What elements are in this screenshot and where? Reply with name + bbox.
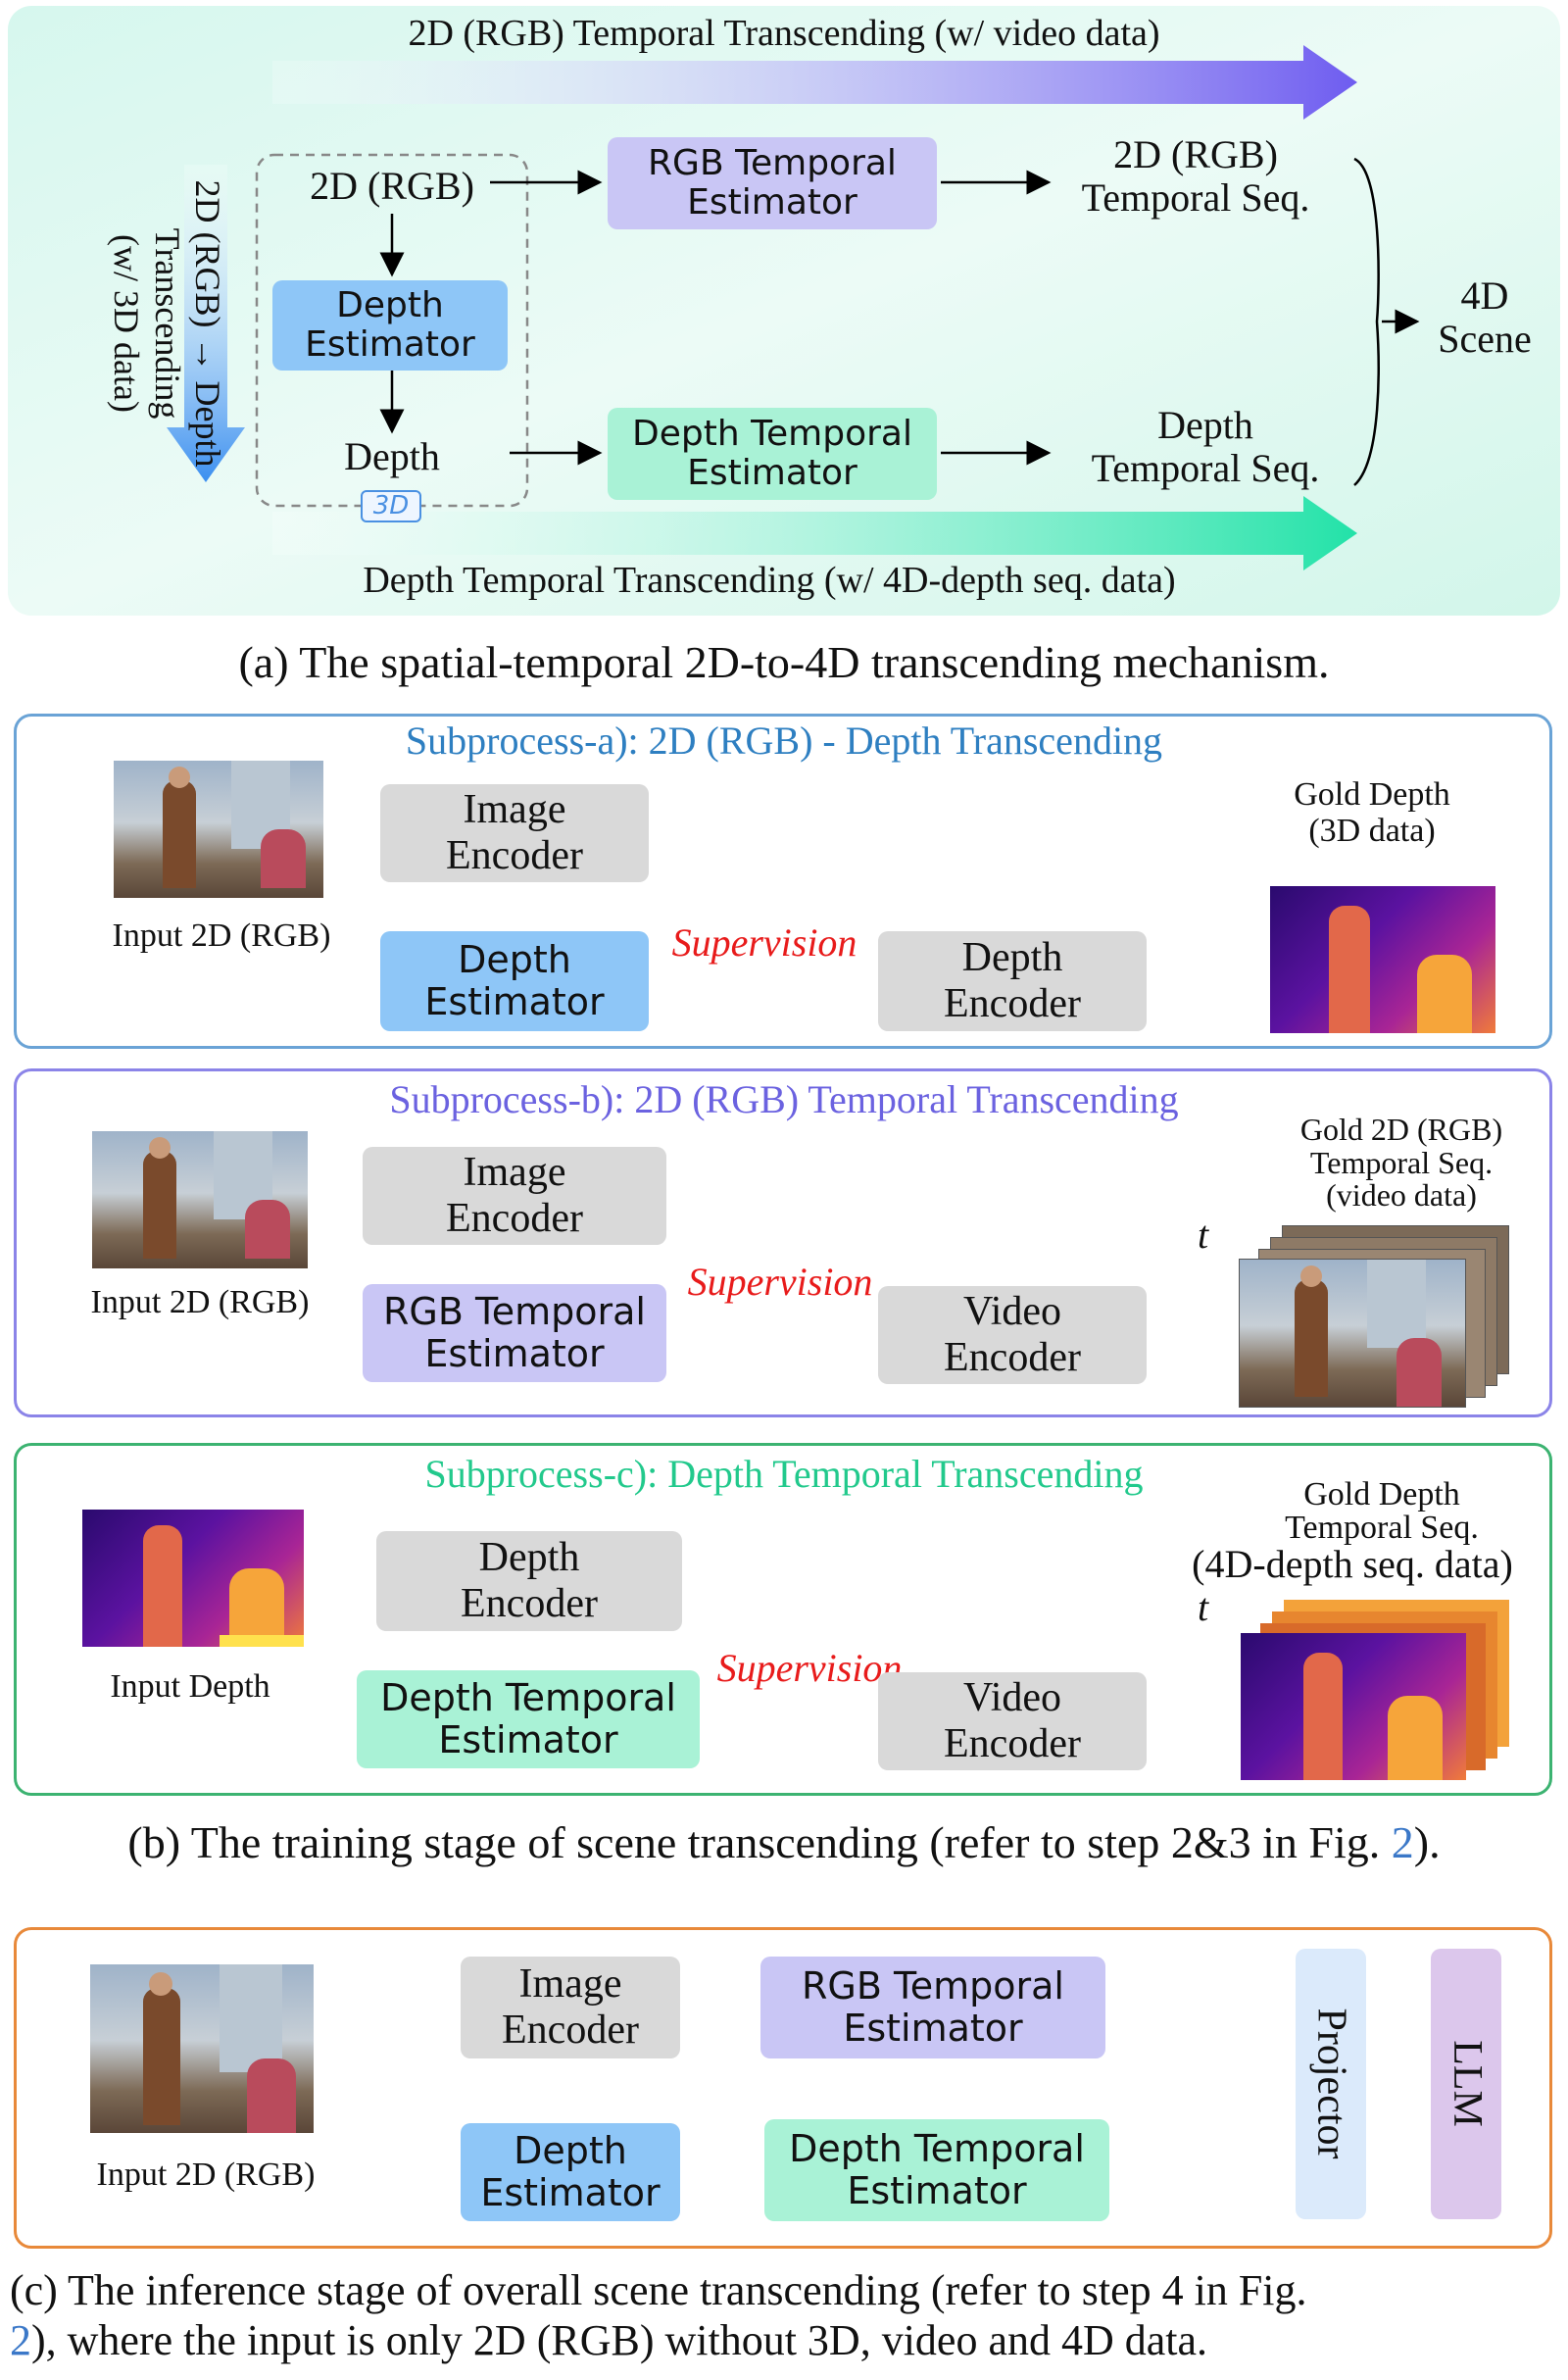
subprocess-a-title: Subprocess-a): 2D (RGB) - Depth Transcen… [405,719,1163,763]
subprocess-c-title: Subprocess-c): Depth Temporal Transcendi… [424,1452,1144,1496]
depth-temporal-flow-arrow [272,496,1357,570]
projector: Projector [1296,1949,1366,2219]
fig-ref-link[interactable]: 2 [1391,1817,1414,1867]
supervision-label-c: Supervision [716,1646,903,1690]
input-rgb-label-b: Input 2D (RGB) [90,1284,310,1320]
caption-b: (b) The training stage of scene transcen… [127,1817,1441,1867]
rgb-temporal-flow-arrow [272,45,1357,120]
rgb-temporal-seq: 2D (RGB)Temporal Seq. [1081,132,1310,220]
supervision-label: Supervision [671,920,858,965]
input-depth-label: Input Depth [110,1668,270,1705]
node-depth: Depth [344,434,440,478]
side-flow-line1: 2D (RGB) → Depth [188,179,228,468]
rgb-to-depth-flow-arrow [167,165,245,482]
time-label-b: t [1198,1213,1209,1257]
input-rgb-image-c [90,1964,314,2133]
gold-depth-image [1270,886,1495,1033]
side-flow-line3: (w/ 3D data) [107,234,147,413]
part-a-background [8,6,1560,616]
caption-a: (a) The spatial-temporal 2D-to-4D transc… [238,637,1330,687]
gold-depth-seq-label: Gold Depth Temporal Seq. (4D-depth seq. … [1192,1476,1513,1586]
input-rgb-label-c: Input 2D (RGB) [96,2157,316,2193]
llm: LLM [1431,1949,1501,2219]
time-label-c: t [1198,1585,1209,1629]
side-flow-line2: Transcending [147,227,187,420]
tag-3d: 3D [361,490,421,522]
supervision-label-b: Supervision [687,1260,873,1304]
top-flow-label: 2D (RGB) Temporal Transcending (w/ video… [408,13,1160,54]
node-rgb: 2D (RGB) [310,164,474,208]
input-rgb-image [114,761,323,898]
input-rgb-label: Input 2D (RGB) [112,917,331,954]
input-depth-image [82,1510,304,1647]
caption-c: (c) The inference stage of overall scene… [10,2266,1307,2364]
gold-rgb-seq-label: Gold 2D (RGB)Temporal Seq.(video data) [1299,1112,1503,1214]
subprocess-b-title: Subprocess-b): 2D (RGB) Temporal Transce… [389,1077,1179,1121]
fig-ref-link-c[interactable]: 2 [10,2315,31,2364]
input-rgb-image-b [92,1131,308,1268]
gold-depth-label: Gold Depth(3D data) [1294,776,1450,850]
bottom-flow-label: Depth Temporal Transcending (w/ 4D-depth… [363,560,1176,601]
